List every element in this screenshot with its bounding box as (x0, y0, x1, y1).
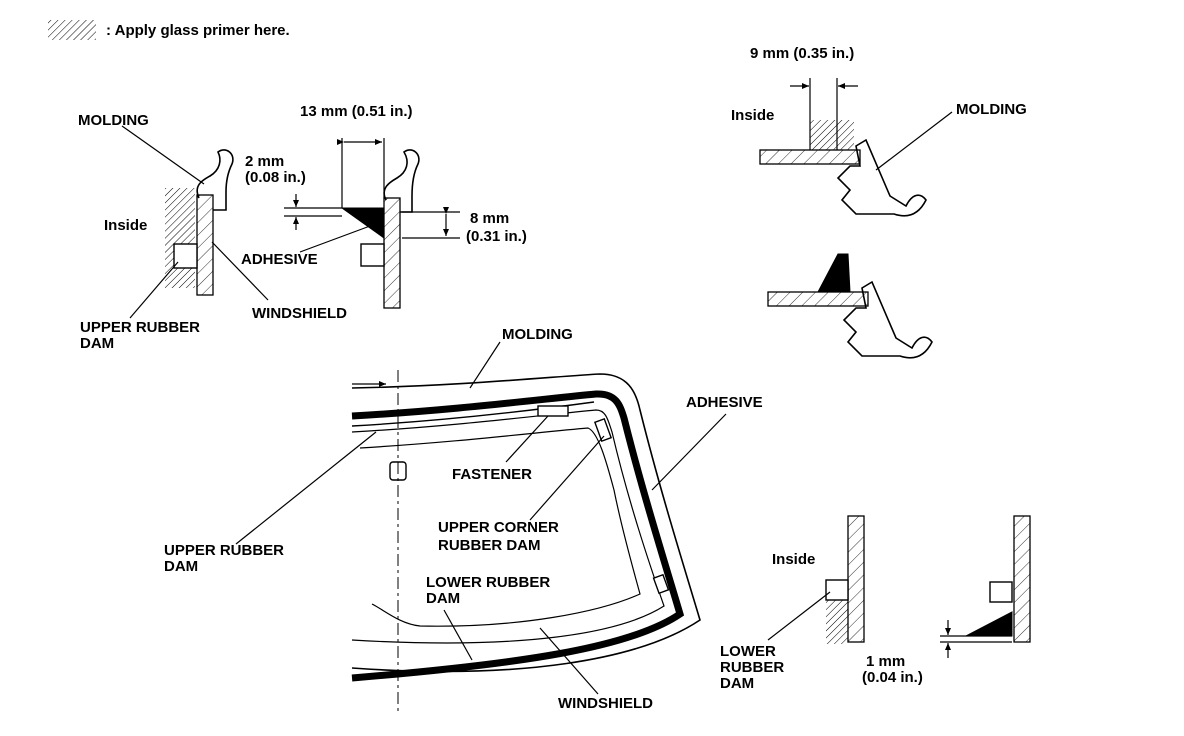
inside-label: Inside (772, 551, 815, 568)
adhesive-leader (651, 413, 727, 491)
inner-edge (359, 427, 641, 627)
windshield-label: WINDSHIELD (558, 695, 653, 712)
dimension-13mm-label: 13 mm (0.51 in.) (300, 103, 413, 120)
legend-text: : Apply glass primer here. (106, 22, 290, 39)
lower-dam-leader (767, 591, 831, 641)
windshield-section (759, 149, 861, 165)
molding-label: MOLDING (502, 326, 573, 343)
fastener-leader (505, 415, 549, 463)
molding-label: MOLDING (78, 112, 149, 129)
dimension-1mm-label-1: 1 mm (866, 653, 905, 670)
glass-edge (351, 409, 665, 644)
dimension-2mm-label-1: 2 mm (245, 153, 284, 170)
adhesive-bead-detail: 13 mm (0.51 in.) 2 mm (0.08 in.) 8 mm (0… (241, 103, 527, 309)
dimension-2mm-label-2: (0.08 in.) (245, 169, 306, 186)
windshield-section (196, 194, 214, 296)
right-middle-detail (767, 253, 933, 359)
lower-rubber-dam-label-1: LOWER RUBBER (426, 574, 550, 591)
lower-right-detail: Inside LOWER RUBBER DAM 1 mm (0.04 in.) (720, 515, 1031, 692)
upper-left-detail: MOLDING Inside WINDSHIELD UPPER RUBBER D… (78, 112, 347, 352)
dimension-1mm-label-2: (0.04 in.) (862, 669, 923, 686)
adhesive-bead (817, 253, 851, 293)
inside-label: Inside (731, 107, 774, 124)
upper-rubber-dam-leader (235, 431, 377, 545)
windshield-section-left (847, 515, 865, 643)
fastener-block (537, 405, 569, 417)
windshield-leader (539, 627, 599, 695)
primer-area (810, 120, 854, 150)
molding-profile (836, 138, 927, 217)
fastener-label: FASTENER (452, 466, 532, 483)
lower-corner-dam-block (652, 573, 670, 595)
adhesive-leader (299, 225, 371, 253)
adhesive-band (351, 390, 685, 682)
molding-profile (842, 280, 933, 359)
upper-rubber-dam-label-1: UPPER RUBBER (80, 319, 200, 336)
upper-rubber-dam-label-1: UPPER RUBBER (164, 542, 284, 559)
molding-leader (121, 125, 205, 185)
dimension-8mm-label-1: 8 mm (470, 210, 509, 227)
molding-profile (383, 149, 420, 213)
windshield-section-right (1013, 515, 1031, 643)
windshield-leader (211, 241, 269, 301)
lower-rubber-dam-label-2: RUBBER (720, 659, 784, 676)
inside-label: Inside (104, 217, 147, 234)
molding-leader (469, 341, 501, 389)
lower-rubber-dam-label-2: DAM (426, 590, 460, 607)
upper-rubber-dam-label-2: DAM (80, 335, 114, 352)
windshield-label: WINDSHIELD (252, 305, 347, 322)
molding-leader (875, 111, 953, 171)
primer-swatch (48, 20, 96, 40)
lower-rubber-dam (825, 579, 849, 601)
molding-outline (351, 373, 701, 673)
molding-profile (196, 149, 234, 211)
windshield-overview: MOLDING ADHESIVE FASTENER UPPER CORNER R… (164, 326, 763, 712)
lower-rubber-dam-label-1: LOWER (720, 643, 776, 660)
rubber-dam (360, 243, 385, 267)
windshield-section (767, 291, 869, 307)
lower-rubber-dam-label-3: DAM (720, 675, 754, 692)
legend: : Apply glass primer here. (48, 20, 290, 40)
upper-rubber-dam (173, 243, 198, 269)
upper-rubber-dam-band (351, 401, 595, 427)
upper-corner-dam-label-1: UPPER CORNER (438, 519, 559, 536)
dimension-8mm-label-2: (0.31 in.) (466, 228, 527, 245)
body-primer-area (826, 600, 848, 644)
upper-corner-dam-label-2: RUBBER DAM (438, 537, 541, 554)
rubber-dam (989, 581, 1013, 603)
adhesive-bead (340, 207, 385, 239)
upper-rubber-dam-label-2: DAM (164, 558, 198, 575)
adhesive-bead (965, 611, 1013, 637)
upper-corner-dam-block (593, 417, 613, 443)
upper-right-detail: 9 mm (0.35 in.) Inside MOLDING (731, 45, 1027, 217)
upper-corner-dam-leader (529, 435, 605, 521)
body-primer-area (165, 188, 195, 288)
lower-rubber-dam-leader (443, 609, 473, 661)
adhesive-label: ADHESIVE (241, 251, 318, 268)
windshield-section (383, 197, 401, 309)
dimension-9mm-label: 9 mm (0.35 in.) (750, 45, 854, 62)
molding-label: MOLDING (956, 101, 1027, 118)
dam-leader (129, 261, 179, 319)
adhesive-label: ADHESIVE (686, 394, 763, 411)
